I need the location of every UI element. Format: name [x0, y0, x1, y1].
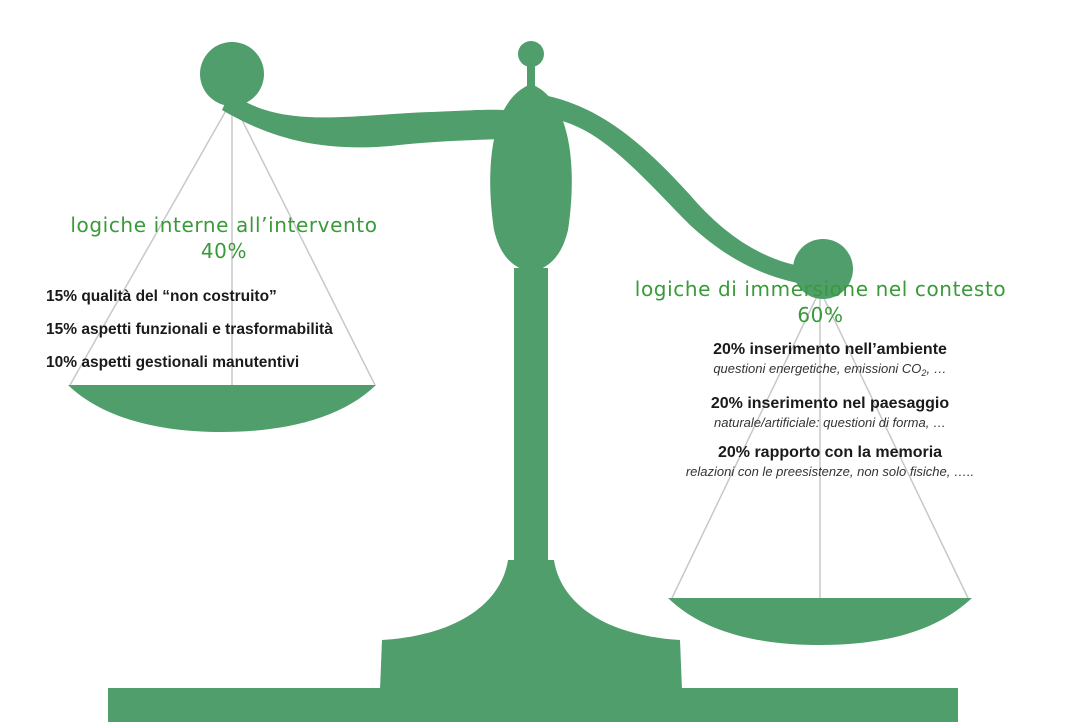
right-item-description: questioni energetiche, emissioni CO2, … [713, 361, 947, 378]
left-knob [200, 42, 264, 106]
right-pan [668, 598, 972, 645]
right-item-description: relazioni con le preesistenze, non solo … [685, 464, 975, 479]
right-item-label: 20% rapporto con la memoria [717, 444, 943, 461]
left-pan-percentage: 40% [200, 239, 248, 263]
scale-pillar [514, 268, 548, 568]
left-item: 15% aspetti funzionali e trasformabilità [46, 321, 333, 338]
left-item: 10% aspetti gestionali manutentivi [46, 354, 300, 371]
right-item: 20% inserimento nell’ambiente questioni … [590, 340, 1070, 382]
left-item: 15% qualità del “non costruito” [46, 288, 277, 305]
scale-beam [222, 92, 520, 148]
left-pan-title: logiche interne all’intervento 40% [5, 212, 443, 264]
finial-ball [518, 41, 544, 67]
left-pan [68, 385, 376, 432]
finial-stem [527, 62, 535, 92]
scale-beam-right [548, 96, 815, 286]
right-pan-percentage: 60% [797, 303, 844, 327]
right-item-label: 20% inserimento nel paesaggio [710, 395, 950, 412]
right-item: 20% inserimento nel paesaggio naturale/a… [590, 394, 1070, 431]
right-item: 20% rapporto con la memoria relazioni co… [590, 443, 1070, 480]
right-knob [793, 239, 853, 299]
scale-base [380, 560, 682, 690]
right-pan-title-text: logiche di immersione nel contesto [634, 277, 1007, 301]
scale-foot [108, 688, 958, 722]
right-item-description: naturale/artificiale: questioni di forma… [714, 415, 946, 430]
left-pan-title-text: logiche interne all’intervento [70, 213, 378, 237]
right-pan-strings [671, 289, 969, 599]
left-pan-strings [69, 99, 376, 386]
right-pan-title: logiche di immersione nel contesto 60% [558, 276, 1087, 328]
right-item-label: 20% inserimento nell’ambiente [713, 341, 947, 358]
central-hub [490, 84, 572, 272]
right-pan-items: 20% inserimento nell’ambiente questioni … [590, 340, 1070, 492]
left-pan-items: 15% qualità del “non costruito” 15% aspe… [46, 288, 333, 387]
